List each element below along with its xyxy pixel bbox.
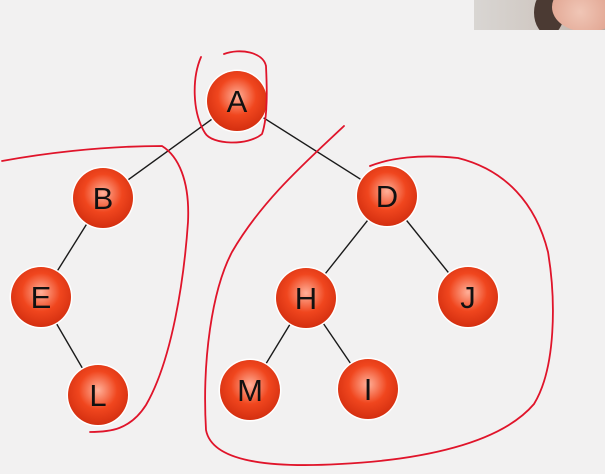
node-circle <box>357 166 417 226</box>
node-label: B <box>93 181 114 216</box>
node-L: L <box>66 363 130 427</box>
node-label: A <box>227 84 248 119</box>
right-subtree-annotation <box>204 125 554 466</box>
node-circle <box>11 267 71 327</box>
node-label: L <box>89 378 106 413</box>
node-circle <box>438 267 498 327</box>
node-label: D <box>376 179 398 214</box>
node-D: D <box>355 164 419 228</box>
node-E: E <box>9 265 73 329</box>
node-B: B <box>71 166 135 230</box>
node-circle <box>73 168 133 228</box>
node-label: J <box>460 280 476 315</box>
node-label: H <box>295 281 317 316</box>
nodes-layer: A B D E L H J M I <box>9 69 500 427</box>
node-circle <box>220 360 280 420</box>
edges-layer <box>40 100 469 396</box>
annotations-layer <box>1 50 554 466</box>
left-subtree-annotation <box>1 145 190 433</box>
node-I: I <box>336 357 400 421</box>
node-J: J <box>436 265 500 329</box>
node-label: E <box>31 280 52 315</box>
node-circle <box>276 268 336 328</box>
node-circle <box>68 365 128 425</box>
node-M: M <box>218 358 282 422</box>
node-H: H <box>274 266 338 330</box>
node-circle <box>338 359 398 419</box>
node-A: A <box>205 69 269 133</box>
root-circle-annotation <box>193 50 268 144</box>
node-circle <box>207 71 267 131</box>
node-label: I <box>364 372 373 407</box>
node-label: M <box>237 373 263 408</box>
webcam-overlay <box>474 0 605 30</box>
